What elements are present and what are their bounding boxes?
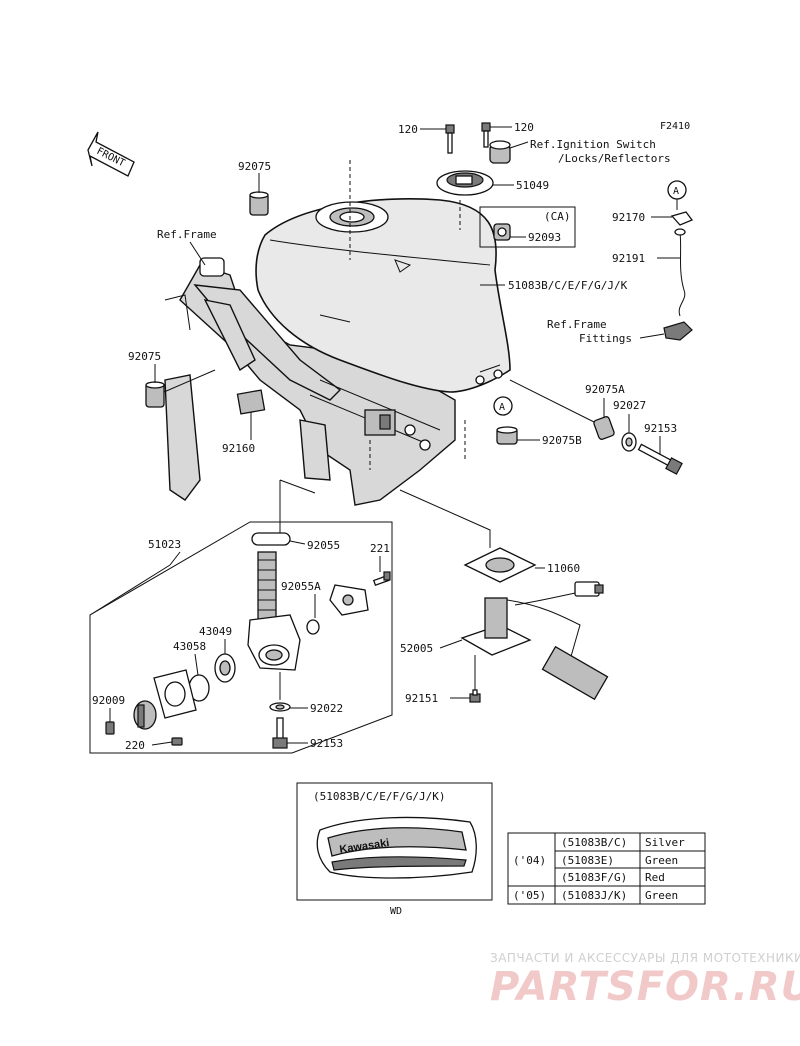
table-part-row2: (51083E) <box>561 854 614 867</box>
watermark-tagline: ЗАПЧАСТИ И АКСЕССУАРЫ ДЛЯ МОТОТЕХНИКИ <box>490 951 800 965</box>
table-part-row4: (51083J/K) <box>561 889 627 902</box>
damper-92075b <box>496 426 518 445</box>
tap-group-outline <box>89 521 393 754</box>
bolt-120-left <box>445 124 455 154</box>
ca-box <box>479 206 576 248</box>
label-120-right: 120 <box>514 121 534 134</box>
label-92022: 92022 <box>310 702 343 715</box>
label-43058: 43058 <box>173 640 206 653</box>
label-92170: 92170 <box>612 211 645 224</box>
ca-label: (CA) <box>544 210 571 223</box>
frame-drawing <box>164 257 456 506</box>
label-92075-left: 92075 <box>128 350 161 363</box>
table-color-row3: Red <box>645 871 665 884</box>
table-color-row1: Silver <box>645 836 685 849</box>
label-92075a: 92075A <box>585 383 625 396</box>
label-92160: 92160 <box>222 442 255 455</box>
bolt-120-right <box>481 122 491 148</box>
circle-a-top-label: A <box>673 186 679 197</box>
label-92153-bottom: 92153 <box>310 737 343 750</box>
ref-frame-fittings-1: Ref.Frame <box>547 318 607 331</box>
reference-circle-a-mid: A <box>493 396 513 416</box>
screw-92009 <box>105 721 115 735</box>
tap-cover <box>329 584 369 616</box>
label-120-left: 120 <box>398 123 418 136</box>
screw-92151 <box>469 689 481 703</box>
label-11060: 11060 <box>547 562 580 575</box>
ref-ignition-switch: Ref.Ignition Switch <box>530 138 656 151</box>
label-51023: 51023 <box>148 538 181 551</box>
ignition-cylinder <box>489 140 511 164</box>
label-51049: 51049 <box>516 179 549 192</box>
fuel-level-sensor-52005 <box>460 581 609 701</box>
label-92075b: 92075B <box>542 434 582 447</box>
decal-inset-box <box>296 782 493 901</box>
fuel-tap-assembly <box>247 551 301 671</box>
ref-frame-label: Ref.Frame <box>157 228 217 241</box>
label-92055a: 92055A <box>281 580 321 593</box>
bolt-92153-right <box>637 443 683 475</box>
label-92075-top: 92075 <box>238 160 271 173</box>
oring-92055a <box>306 619 320 635</box>
tap-plate <box>153 669 197 719</box>
table-year-04: ('04) <box>513 854 546 867</box>
wd-label: WD <box>390 906 402 917</box>
hose-92191 <box>674 228 686 317</box>
label-51083-tank: 51083B/C/E/F/G/J/K <box>508 279 628 292</box>
label-92055: 92055 <box>307 539 340 552</box>
washer-92022 <box>269 702 291 712</box>
table-color-row2: Green <box>645 854 678 867</box>
fuel-cap-51049 <box>436 170 494 196</box>
damper-92075a <box>593 416 615 440</box>
damper-92075-left <box>145 381 165 408</box>
label-92151: 92151 <box>405 692 438 705</box>
figure-code: F2410 <box>660 121 690 132</box>
label-52005: 52005 <box>400 642 433 655</box>
ref-ignition-locks: /Locks/Reflectors <box>558 152 671 165</box>
gasket-92055 <box>251 532 291 546</box>
color-table <box>507 832 706 905</box>
circle-a-mid-label: A <box>499 402 505 413</box>
table-color-row4: Green <box>645 889 678 902</box>
tank-decal-illustration: Kawasaki <box>316 816 477 879</box>
front-arrow-icon: FRONT <box>87 131 135 177</box>
ref-frame-fittings-2: Fittings <box>579 332 632 345</box>
label-220: 220 <box>125 739 145 752</box>
reference-circle-a-top: A <box>667 180 687 200</box>
label-92093: 92093 <box>528 231 561 244</box>
inset-title: (51083B/C/E/F/G/J/K) <box>313 790 445 803</box>
label-92191: 92191 <box>612 252 645 265</box>
table-year-05: ('05) <box>513 889 546 902</box>
bolt-92153-bottom <box>272 717 288 749</box>
damper-92075-top <box>249 191 269 216</box>
tap-knob <box>133 700 157 730</box>
nut-92093 <box>493 223 511 241</box>
screw-220 <box>171 737 183 746</box>
gasket-11060 <box>463 547 537 583</box>
table-part-row1: (51083B/C) <box>561 836 627 849</box>
label-92027: 92027 <box>613 399 646 412</box>
table-part-row3: (51083F/G) <box>561 871 627 884</box>
screw-221 <box>372 571 391 587</box>
gasket-43049 <box>214 653 236 683</box>
watermark-brand: PARTSFOR.RU <box>490 964 800 1010</box>
collar-92027 <box>621 432 637 452</box>
label-43049: 43049 <box>199 625 232 638</box>
clip-92170 <box>670 211 694 226</box>
construction-line-tank <box>349 160 466 470</box>
label-92009: 92009 <box>92 694 125 707</box>
frame-fitting-part <box>663 321 693 341</box>
label-221: 221 <box>370 542 390 555</box>
label-92153-right: 92153 <box>644 422 677 435</box>
fuel-tank <box>255 197 511 393</box>
